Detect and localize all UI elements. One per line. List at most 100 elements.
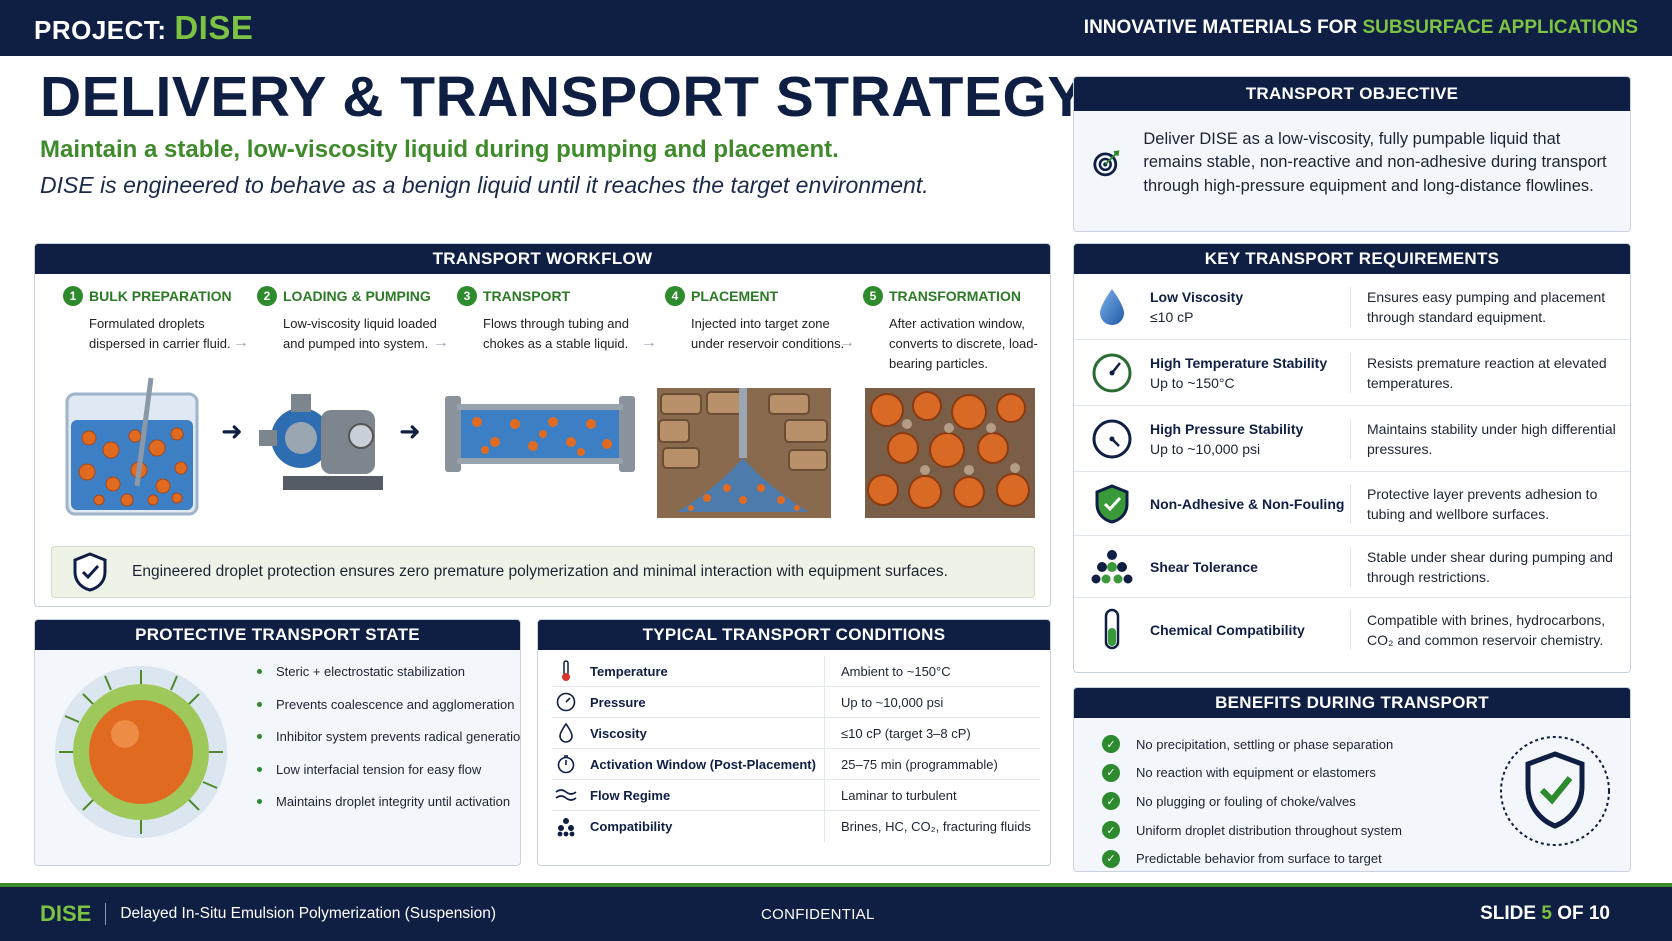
footer-brand: DISE <box>40 901 92 926</box>
step-number: 3 <box>457 286 477 306</box>
requirement-name: Low Viscosity <box>1150 288 1244 305</box>
footer-divider <box>105 903 107 925</box>
table-row: Non-Adhesive & Non-Fouling Protective la… <box>1074 472 1630 536</box>
key-requirements-panel: KEY TRANSPORT REQUIREMENTS Low Viscosity… <box>1073 243 1631 673</box>
requirement-name: Non-Adhesive & Non-Fouling <box>1150 495 1345 512</box>
transport-objective-panel: TRANSPORT OBJECTIVE Deliver DISE as a lo… <box>1073 76 1631 232</box>
temperature-gauge-icon <box>1092 353 1132 392</box>
check-icon: ✓ <box>1102 735 1120 754</box>
benefits-heading: BENEFITS DURING TRANSPORT <box>1074 688 1630 718</box>
flow-waves-icon <box>555 789 577 801</box>
benefits-panel: BENEFITS DURING TRANSPORT ✓ No precipitat… <box>1073 687 1631 872</box>
condition-label: Temperature <box>590 663 668 679</box>
workflow-note-text: Engineered droplet protection ensures ze… <box>132 563 948 580</box>
check-icon: ✓ <box>1102 849 1120 868</box>
molecules-icon <box>557 817 575 836</box>
check-icon: ✓ <box>1102 821 1120 840</box>
target-icon <box>1093 150 1120 177</box>
table-row: High Temperature Stability Up to ~150°C R… <box>1074 340 1630 406</box>
condition-value: Laminar to turbulent <box>824 780 957 810</box>
requirement-description: Resists premature reaction at elevated t… <box>1350 352 1630 393</box>
condition-value: Brines, HC, CO₂, fracturing fluids <box>824 811 1031 842</box>
list-item: Steric + electrostatic stabilization <box>257 664 520 697</box>
step-title: TRANSPORT <box>483 288 571 304</box>
step-description: Formulated droplets dispersed in carrier… <box>89 316 231 351</box>
step-number: 4 <box>665 286 685 306</box>
list-item: Low interfacial tension for easy flow <box>257 762 520 795</box>
check-icon: ✓ <box>1102 763 1120 782</box>
requirement-description: Protective layer prevents adhesion to tu… <box>1350 483 1630 524</box>
list-item: Inhibitor system prevents radical genera… <box>257 729 520 762</box>
protective-transport-state-panel: PROTECTIVE TRANSPORT STATE Steric + elec… <box>34 619 521 866</box>
workflow-note: Engineered droplet protection ensures ze… <box>51 546 1035 598</box>
tagline-main: INNOVATIVE MATERIALS FOR <box>1083 17 1358 38</box>
page-title: DELIVERY & TRANSPORT STRATEGY <box>40 65 1086 129</box>
condition-label: Viscosity <box>590 725 647 741</box>
table-row: Pressure Up to ~10,000 psi <box>552 687 1040 718</box>
condition-label: Activation Window (Post-Placement) <box>590 756 816 772</box>
requirement-spec: Up to ~10,000 psi <box>1150 440 1261 457</box>
step-number: 2 <box>257 286 277 306</box>
condition-value: Ambient to ~150°C <box>824 656 951 686</box>
condition-label: Flow Regime <box>590 787 671 803</box>
arrow-right-icon: ➜ <box>399 416 421 446</box>
objective-text: Deliver DISE as a low-viscosity, fully p… <box>1143 129 1607 195</box>
condition-value: ≤10 cP (target 3–8 cP) <box>824 718 971 748</box>
requirement-name: Chemical Compatibility <box>1150 622 1305 638</box>
transport-conditions-panel: TYPICAL TRANSPORT CONDITIONS Temperature… <box>537 619 1051 866</box>
list-item: ✓Uniform droplet distribution throughout… <box>1102 816 1402 845</box>
page-subtitle: Maintain a stable, low-viscosity liquid … <box>40 136 839 163</box>
list-item: ✓ Predictable behavior from surface to ta… <box>1102 844 1402 871</box>
shield-check-icon <box>1095 483 1129 524</box>
condition-label: Pressure <box>590 694 646 710</box>
workflow-step-2: 2 LOADING & PUMPING Low-viscosity liquid … <box>257 286 437 354</box>
footer-description: Delayed In-Situ Emulsion Polymerization … <box>120 905 496 922</box>
shield-badge-icon <box>1500 736 1610 846</box>
requirement-spec: ≤10 cP <box>1150 308 1194 325</box>
step-description: Injected into target zone under reservoi… <box>691 316 845 351</box>
requirement-description: Compatible with brines, hydrocarbons, CO… <box>1350 610 1630 650</box>
slide-label: SLIDE <box>1480 903 1537 924</box>
workflow-heading: TRANSPORT WORKFLOW <box>35 244 1050 274</box>
requirements-heading: KEY TRANSPORT REQUIREMENTS <box>1074 244 1630 274</box>
pressure-gauge-icon <box>1092 419 1132 458</box>
footer-accent-line <box>0 883 1672 887</box>
tagline: INNOVATIVE MATERIALS FOR SUBSURFACE APPL… <box>1084 17 1638 39</box>
step-title: PLACEMENT <box>691 288 779 304</box>
arrow-right-icon: → <box>233 334 249 351</box>
protected-droplet-illustration <box>55 666 227 838</box>
objective-heading: TRANSPORT OBJECTIVE <box>1074 77 1630 111</box>
protective-list: Steric + electrostatic stabilization Pre… <box>257 664 520 827</box>
step-title: LOADING & PUMPING <box>283 288 431 304</box>
top-bar: PROJECT: DISE INNOVATIVE MATERIALS FOR S… <box>0 0 1672 56</box>
table-row: Activation Window (Post-Placement) 25–75… <box>552 749 1040 780</box>
requirement-spec: Up to ~150°C <box>1150 374 1235 391</box>
condition-value: Up to ~10,000 psi <box>824 687 943 717</box>
page-subtitle-italic: DISE is engineered to behave as a benign… <box>40 172 929 198</box>
tagline-accent: SUBSURFACE APPLICATIONS <box>1362 17 1638 38</box>
pump-illustration <box>259 394 383 490</box>
pressure-gauge-icon <box>556 692 576 712</box>
list-item: ✓No plugging or fouling of choke/valves <box>1102 787 1402 816</box>
table-row: Low Viscosity≤10 cP Ensures easy pumping… <box>1074 274 1630 340</box>
benefit-text: No reaction with equipment or elastomers <box>1136 765 1376 781</box>
slide-total: OF 10 <box>1557 903 1610 924</box>
project-label: PROJECT: DISE <box>34 9 253 47</box>
table-row: Chemical Compatibility Compatible with b… <box>1074 598 1630 662</box>
step-number: 5 <box>863 286 883 306</box>
requirement-description: Maintains stability under high different… <box>1350 418 1630 459</box>
step-description: Low-viscosity liquid loaded and pumped i… <box>283 316 437 351</box>
slide-number: 5 <box>1541 903 1552 924</box>
benefit-text: No precipitation, settling or phase sepa… <box>1136 736 1394 752</box>
benefit-text: Predictable behavior from surface to tar… <box>1136 851 1382 867</box>
slide-counter: SLIDE 5 OF 10 <box>1480 903 1610 925</box>
condition-label: Compatibility <box>590 819 673 834</box>
step-number: 1 <box>63 286 83 306</box>
conditions-heading: TYPICAL TRANSPORT CONDITIONS <box>538 620 1050 650</box>
confidential-label: CONFIDENTIAL <box>761 905 875 923</box>
requirement-name: High Temperature Stability <box>1150 354 1328 371</box>
